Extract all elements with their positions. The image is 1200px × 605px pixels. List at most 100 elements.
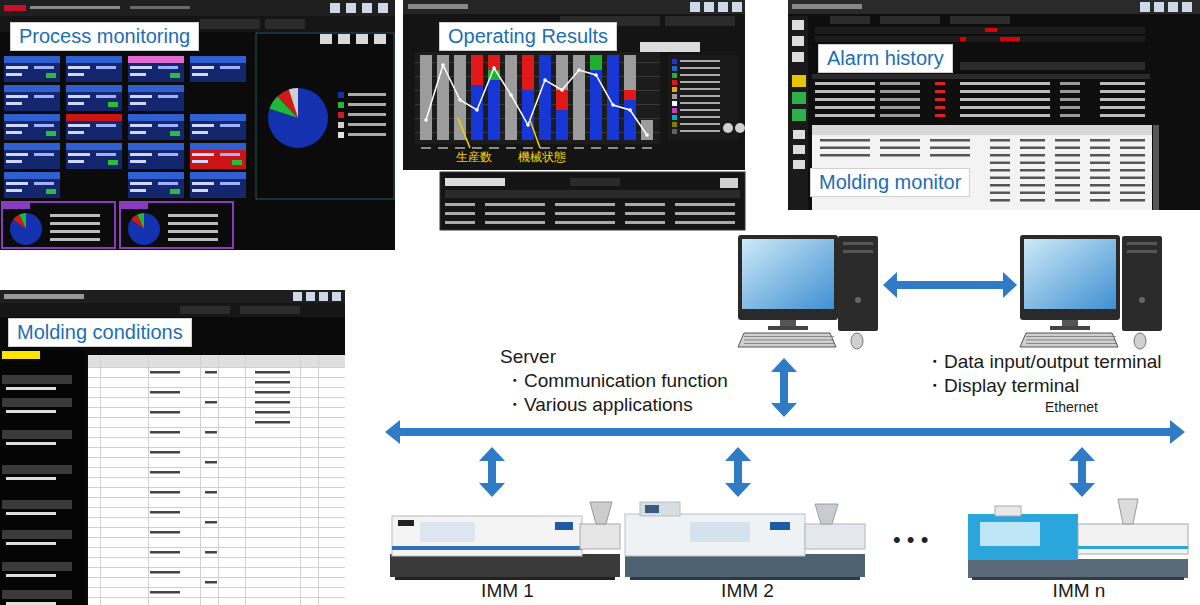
alarm-history-screen-part (1168, 2, 1178, 12)
process-monitoring-screen-part (190, 114, 246, 121)
operating-results-screen-part (420, 55, 432, 140)
terminal-computer-part (1127, 250, 1157, 253)
process-monitoring-screen (0, 0, 395, 250)
process-monitoring-screen-part (66, 114, 122, 140)
process-monitoring-screen-part (4, 56, 60, 63)
operating-results-screen-part (403, 0, 745, 14)
alarm-history-screen-part (990, 184, 1010, 187)
connector-arrow (488, 460, 496, 484)
screen-title: Molding conditions (8, 318, 192, 347)
node-label: Server (500, 346, 556, 368)
operating-results-screen-part (625, 212, 665, 215)
operating-results-screen-part (577, 68, 581, 72)
operating-results-screen-part (624, 100, 636, 140)
process-monitoring-screen-part (50, 222, 100, 225)
process-monitoring-screen-part (362, 3, 372, 13)
molding-conditions-screen-part (6, 512, 56, 515)
molding-conditions-screen-part (150, 511, 180, 514)
alarm-history-screen-part (1120, 177, 1145, 180)
alarm-history-screen-part (880, 147, 920, 150)
process-monitoring-screen-part (96, 95, 116, 98)
operating-results-screen-part (556, 110, 568, 140)
alarm-history-screen-part (1120, 162, 1145, 165)
process-monitoring-screen-part (6, 160, 22, 163)
node-label: ・Display terminal (925, 375, 1079, 397)
process-monitoring-screen-part (192, 189, 208, 192)
server-computer-part (780, 320, 796, 327)
process-monitoring-screen-part (130, 182, 152, 185)
operating-results-screen-part (557, 147, 567, 149)
molding-conditions-screen-part (150, 431, 180, 434)
molding-conditions-screen-part (205, 581, 217, 584)
alarm-history-screen-part (1020, 184, 1045, 187)
molding-conditions-screen-part (150, 491, 180, 494)
process-monitoring-screen-part (128, 143, 184, 169)
process-monitoring-screen-part (66, 143, 122, 150)
process-monitoring-screen-part (120, 202, 148, 209)
alarm-history-screen-part (880, 106, 920, 109)
alarm-history-screen-part (950, 16, 1010, 24)
process-monitoring-screen-part (2, 202, 115, 248)
process-monitoring-screen-part (10, 213, 42, 245)
alarm-history-screen-part (930, 139, 970, 142)
alarm-history-screen-part (960, 114, 1050, 117)
operating-results-screen-part (530, 120, 540, 148)
molding-machines-part (555, 522, 573, 530)
alarm-history-screen-part (815, 106, 875, 109)
alarm-history-screen-part (788, 0, 1200, 210)
operating-results-screen-part (672, 101, 677, 106)
process-monitoring-screen-part (338, 34, 350, 44)
process-monitoring-screen-part (168, 214, 218, 217)
operating-results-screen-part (445, 221, 475, 224)
molding-conditions-screen-part (88, 577, 345, 578)
process-monitoring-screen-part (338, 132, 344, 138)
process-monitoring-screen-part (66, 85, 122, 111)
operating-results-screen-part (555, 221, 615, 224)
process-monitoring-screen-part (66, 114, 122, 121)
alarm-history-screen-part (1020, 147, 1045, 150)
molding-conditions-screen-part (255, 411, 290, 414)
operating-results-screen-part (735, 123, 745, 133)
process-monitoring-screen-part (190, 143, 246, 150)
operating-results-screen-part (445, 212, 475, 215)
alarm-history-screen-part (1100, 114, 1145, 117)
alarm-history-screen-part (1100, 82, 1145, 85)
process-monitoring-screen-part (128, 85, 184, 92)
process-monitoring-screen-part (128, 213, 160, 245)
process-monitoring-screen-part (220, 124, 240, 127)
alarm-history-screen-part (793, 145, 805, 154)
process-monitoring-screen-part (128, 56, 184, 82)
molding-conditions-screen-part (293, 292, 302, 301)
process-monitoring-screen-part (128, 85, 184, 111)
operating-results-screen-part (672, 73, 677, 78)
molding-conditions-screen-part (88, 377, 345, 378)
operating-results-screen-part (680, 95, 720, 97)
operating-results-screen-part (475, 108, 479, 112)
molding-machines-part (1118, 499, 1138, 524)
operating-results-screen-part (680, 60, 720, 62)
process-monitoring-screen-part (192, 66, 214, 69)
alarm-history-screen-part (1020, 139, 1045, 142)
process-monitoring-screen-part (68, 124, 90, 127)
molding-conditions-screen-part (2, 465, 72, 474)
molding-conditions-screen-part (88, 477, 345, 478)
terminal-computer-part (1024, 239, 1116, 309)
process-monitoring-screen-part (4, 143, 60, 150)
operating-results-screen-part (680, 116, 720, 118)
process-monitoring-screen-part (232, 160, 242, 165)
server-computer-part (738, 235, 838, 320)
alarm-history-screen-part (793, 160, 805, 169)
alarm-history-screen-part (1020, 199, 1045, 202)
molding-conditions-screen-part (255, 391, 290, 394)
process-monitoring-screen-part (108, 160, 118, 165)
molding-conditions-screen-part (150, 551, 180, 554)
molding-conditions-screen-part (180, 306, 230, 314)
molding-machines-part (690, 522, 750, 542)
molding-conditions-screen-part (205, 431, 217, 434)
server-computer-part (838, 236, 878, 331)
molding-machines-part (395, 577, 615, 580)
operating-results-screen-part (680, 67, 720, 69)
molding-machines-part (625, 514, 805, 556)
operating-results-screen-part (723, 123, 733, 133)
